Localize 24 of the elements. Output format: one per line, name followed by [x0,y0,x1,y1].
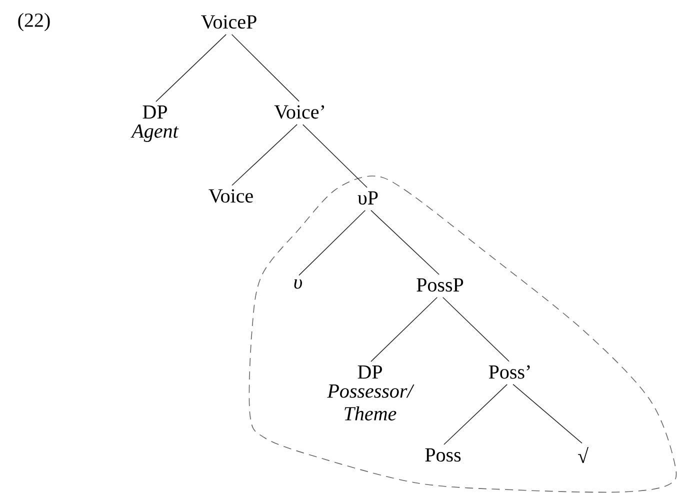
tree-branch [302,124,368,188]
tree-branch [231,34,300,102]
example-number: (22) [18,12,50,32]
role-label: Possessor/ Theme [327,384,414,420]
tree-node-label: Voice’ [274,105,324,119]
role-label: Agent [130,124,179,142]
tree-node-label: Poss [425,448,461,462]
tree-branch [370,210,440,275]
tree-node-label: Voice [208,189,253,203]
tree-node-label: Poss’ [488,365,530,379]
tree-branch [512,384,582,444]
tree-node-label: PossP [416,278,464,292]
tree-branch [444,384,508,445]
tree-node-label: √ [578,447,588,463]
tree-branch [442,296,510,362]
tree-node-label: DP [358,365,382,379]
tree-node-label: VoiceP [201,15,256,29]
tree-node-label: DP [142,105,167,119]
tree-node-label: υP [358,191,378,205]
tree-branch [298,210,366,276]
tree-node-label: υ [294,279,302,289]
tree-branch [370,296,438,362]
tree-branch [156,34,227,102]
tree-branch [232,124,298,186]
